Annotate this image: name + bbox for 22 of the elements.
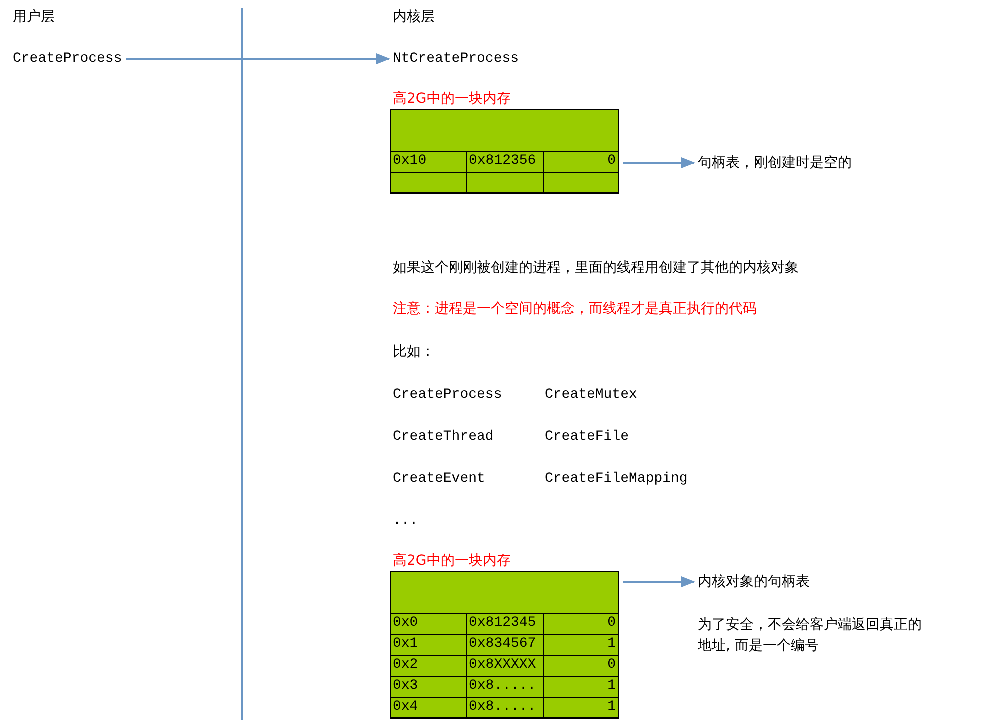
annotation-text: 句柄表，刚创建时是空的 (698, 154, 852, 172)
function-name: CreateFileMapping (545, 470, 688, 488)
note-text: 如果这个刚刚被创建的进程，里面的线程用创建了其他的内核对象 (393, 259, 799, 277)
function-name: CreateProcess (393, 386, 502, 404)
note-text: 注意：进程是一个空间的概念，而线程才是真正执行的代码 (393, 300, 757, 318)
layer-heading: 内核层 (393, 8, 435, 26)
function-name: CreateProcess (13, 50, 122, 68)
annotation-text: 内核对象的句柄表 (698, 573, 810, 591)
function-name: CreateMutex (545, 386, 638, 404)
function-name: CreateEvent (393, 470, 486, 488)
table-heading: 高2G中的一块内存 (393, 90, 511, 108)
arrow (126, 53, 390, 65)
function-name: NtCreateProcess (393, 50, 520, 68)
note-text: 比如： (393, 343, 435, 361)
note-text: 为了安全，不会给客户端返回真正的地址, 而是一个编号 (698, 616, 923, 656)
function-name: CreateFile (545, 428, 630, 446)
ellipsis-text: ... (393, 512, 418, 530)
function-name: CreateThread (393, 428, 494, 446)
arrow (623, 576, 696, 588)
arrow (623, 157, 696, 169)
layer-heading: 用户层 (13, 8, 55, 26)
table-heading: 高2G中的一块内存 (393, 552, 511, 570)
